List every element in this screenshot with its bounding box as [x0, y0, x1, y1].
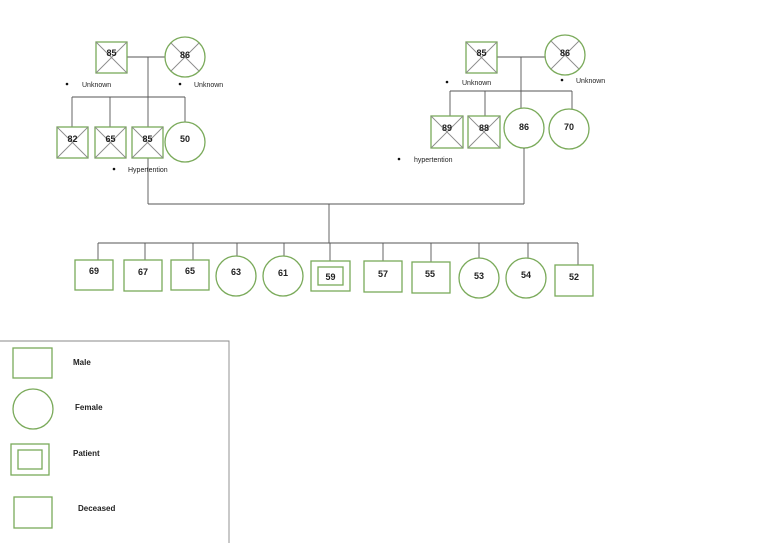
legend-label: Patient: [73, 449, 100, 458]
note-label: Unknown: [82, 82, 111, 89]
bullet-icon: [560, 78, 564, 82]
age-label: 89: [442, 123, 452, 133]
paternal-sibling-2: 65: [94, 126, 127, 159]
paternal-grandfather: 85: [95, 41, 128, 74]
bullet-icon: [445, 80, 449, 84]
maternal-sibling-1: 89: [430, 115, 464, 149]
age-label: 86: [180, 50, 190, 60]
paternal-grandparents: 85 86 Unknown Unknown: [65, 36, 223, 204]
age-label: 52: [569, 272, 579, 282]
legend-male: Male: [12, 347, 91, 379]
note-label: Unknown: [462, 80, 491, 87]
maternal-sibling-4: 70: [548, 108, 590, 150]
father: 85: [131, 126, 164, 159]
age-label: 65: [185, 266, 195, 276]
age-label: 85: [142, 134, 152, 144]
note-label: hypertention: [414, 157, 453, 164]
age-label: 88: [479, 123, 489, 133]
note-label: Hypertention: [128, 167, 168, 174]
bullet-icon: [65, 82, 69, 86]
maternal-sibling-2: 88: [467, 115, 501, 149]
sibling-5: 61: [262, 255, 304, 297]
maternal-grandparents: 85 86 Unknown Unknown: [445, 34, 605, 91]
patient-sibship: 69 67 65 63 61 59 57 55: [74, 243, 594, 299]
legend-border: [0, 340, 230, 543]
age-label: 85: [476, 48, 486, 58]
age-label: 67: [138, 267, 148, 277]
paternal-sibling-1: 82: [56, 126, 89, 159]
patient: 59: [310, 260, 351, 292]
paternal-sibling-4: 50: [164, 121, 206, 163]
legend: Male Female Patient Deceased: [0, 340, 230, 543]
age-label: 70: [564, 122, 574, 132]
age-label: 57: [378, 269, 388, 279]
age-label: 65: [105, 134, 115, 144]
sibling-9: 53: [458, 257, 500, 299]
legend-deceased: Deceased: [13, 496, 115, 529]
legend-label: Deceased: [78, 504, 115, 513]
maternal-grandmother: 86: [544, 34, 586, 76]
sibling-3: 65: [170, 259, 210, 291]
age-label: 85: [106, 48, 116, 58]
paternal-grandmother: 86: [164, 36, 206, 78]
sibling-2: 67: [123, 259, 163, 292]
deceased-symbol: [13, 496, 53, 529]
sibling-8: 55: [411, 261, 451, 294]
legend-patient: Patient: [10, 443, 100, 476]
legend-label: Male: [73, 358, 91, 367]
age-label: 63: [231, 267, 241, 277]
age-label: 82: [67, 134, 77, 144]
bullet-icon: [178, 82, 182, 86]
age-label: 50: [180, 134, 190, 144]
male-symbol: [12, 347, 53, 379]
sibling-7: 57: [363, 260, 403, 293]
sibling-1: 69: [74, 259, 114, 291]
maternal-grandfather: 85: [465, 41, 498, 74]
age-label: 86: [560, 48, 570, 58]
bullet-icon: [112, 167, 116, 171]
age-label: 69: [89, 266, 99, 276]
age-label: 59: [325, 272, 335, 282]
age-label: 61: [278, 268, 288, 278]
female-symbol: [12, 388, 54, 430]
age-label: 54: [521, 270, 531, 280]
note-label: Unknown: [194, 82, 223, 89]
sibling-10: 54: [505, 257, 547, 299]
mother: 86: [503, 107, 545, 149]
legend-female: Female: [12, 388, 103, 430]
parents-marriage: [98, 148, 578, 244]
age-label: 53: [474, 271, 484, 281]
sibling-11: 52: [554, 264, 594, 297]
sibling-4: 63: [215, 255, 257, 297]
paternal-siblings: 82 65 85 50 Hypertention: [56, 96, 206, 174]
maternal-siblings: 89 88 86 70 hypertention: [397, 90, 590, 164]
legend-label: Female: [75, 403, 103, 412]
age-label: 86: [519, 122, 529, 132]
bullet-icon: [397, 157, 401, 161]
age-label: 55: [425, 269, 435, 279]
note-label: Unknown: [576, 78, 605, 85]
